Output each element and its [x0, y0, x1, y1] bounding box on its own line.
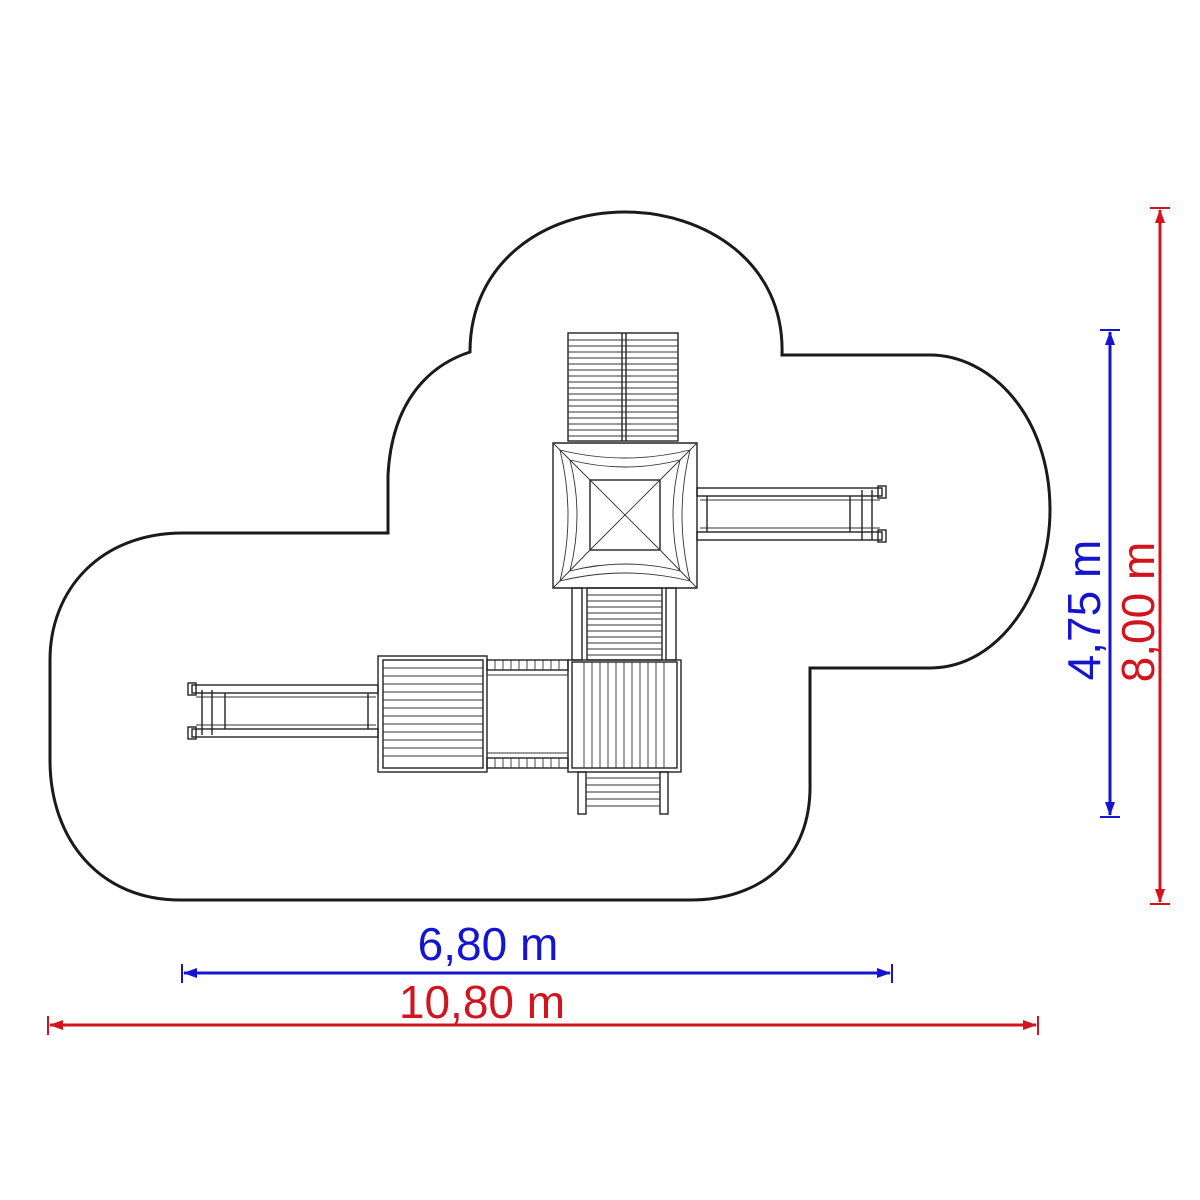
- roof-tower: [552, 442, 698, 589]
- right-monkey-bars: [696, 485, 887, 543]
- left-monkey-bars: [187, 682, 379, 740]
- lower-left-platform: [377, 655, 488, 773]
- equipment-width-label: 6,80 m: [418, 918, 559, 970]
- play-structure: [187, 332, 887, 815]
- top-slide: [567, 332, 679, 442]
- safety-area-outline: [48, 210, 1052, 902]
- lower-right-platform: [567, 659, 682, 773]
- center-bridge: [571, 587, 677, 661]
- equipment-depth-label: 4,75 m: [1058, 540, 1110, 681]
- area-depth-label: 8,00 m: [1112, 542, 1164, 683]
- left-bridge: [486, 659, 569, 769]
- bottom-stairs: [577, 771, 669, 815]
- area-width-label: 10,80 m: [399, 976, 565, 1028]
